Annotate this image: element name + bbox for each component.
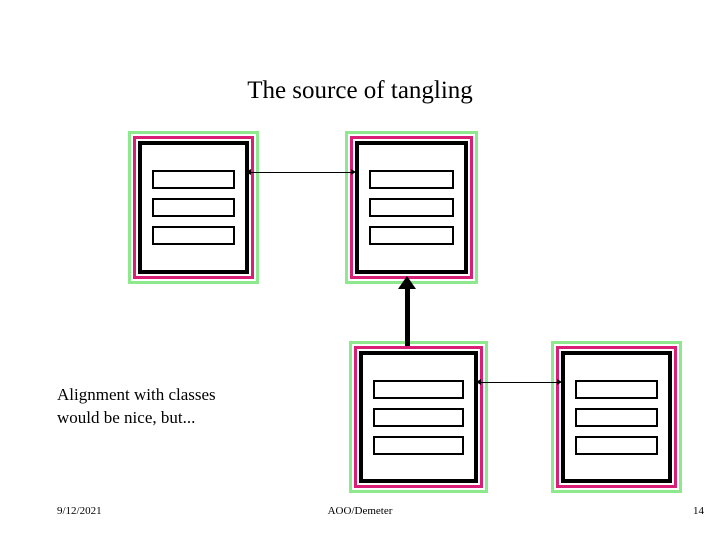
node-bar [575, 379, 658, 399]
node-inner-black-frame [561, 351, 672, 483]
class-node-bottom-left[interactable] [349, 341, 488, 493]
node-inner-pink-frame [133, 136, 254, 279]
class-node-top-left[interactable] [128, 131, 259, 284]
page-title: The source of tangling [247, 77, 473, 104]
node-bar [369, 170, 454, 189]
node-inner-pink-frame [350, 136, 473, 279]
footer-date: 9/12/2021 [57, 505, 102, 517]
node-bar [373, 435, 464, 455]
node-inner-black-frame [359, 351, 478, 483]
connector-bottom-horizontal [480, 382, 560, 383]
node-inner-black-frame [355, 141, 468, 274]
node-bar [369, 226, 454, 245]
node-bar [152, 226, 235, 245]
caption-line-2: would be nice, but... [57, 408, 196, 427]
connector-top-arrow-left-icon [246, 169, 251, 175]
node-bar [152, 170, 235, 189]
body-caption: Alignment with classes would be nice, bu… [57, 383, 317, 429]
node-inner-pink-frame [556, 346, 677, 488]
node-inner-black-frame [138, 141, 249, 274]
node-inner-pink-frame [354, 346, 483, 488]
node-bar [575, 407, 658, 427]
connector-vertical-shaft [405, 288, 410, 346]
class-node-top-right[interactable] [345, 131, 478, 284]
connector-bottom-arrow-right-icon [557, 379, 562, 385]
caption-line-1: Alignment with classes [57, 385, 216, 404]
class-node-bottom-right[interactable] [551, 341, 682, 493]
node-bar [575, 435, 658, 455]
node-bar [369, 198, 454, 217]
node-bar [373, 407, 464, 427]
node-bar [373, 379, 464, 399]
footer-page-number: 14 [693, 505, 704, 517]
footer-center-text: AOO/Demeter [327, 505, 393, 517]
connector-top-horizontal [250, 172, 354, 173]
node-bar [152, 198, 235, 217]
connector-top-arrow-right-icon [351, 169, 356, 175]
connector-vertical-arrowhead-icon [398, 276, 416, 289]
connector-bottom-arrow-left-icon [476, 379, 481, 385]
